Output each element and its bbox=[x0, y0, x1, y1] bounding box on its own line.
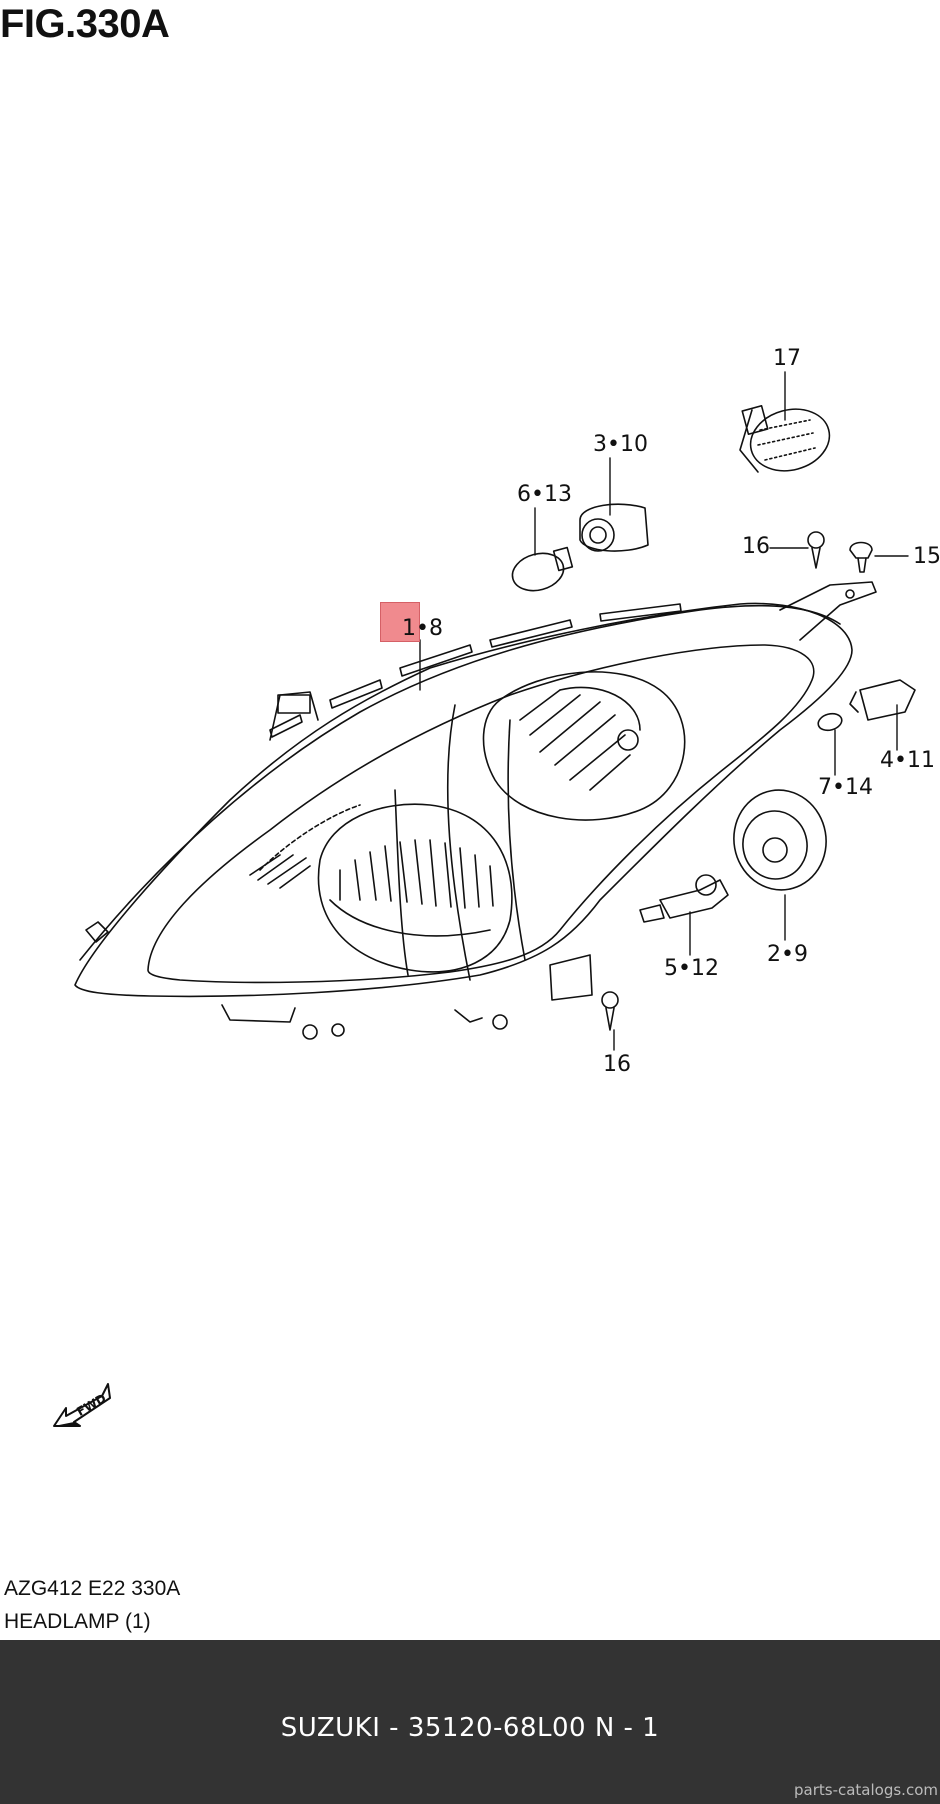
clip bbox=[849, 541, 873, 573]
fwd-label: FWD bbox=[74, 1391, 108, 1419]
leader-lines bbox=[419, 371, 909, 1051]
rear-cap bbox=[733, 789, 827, 891]
selected-part-highlight[interactable] bbox=[380, 602, 420, 642]
callout-5-12[interactable]: 5•12 bbox=[664, 956, 719, 981]
screw-bottom bbox=[601, 991, 619, 1031]
figure-name: HEADLAMP (1) bbox=[4, 1610, 151, 1633]
forward-direction-arrow: FWD bbox=[53, 1383, 111, 1427]
callout-6-13[interactable]: 6•13 bbox=[517, 482, 572, 507]
watermark: parts-catalogs.com bbox=[794, 1781, 938, 1799]
part-number-footer: SUZUKI - 35120-68L00 N - 1 bbox=[280, 1713, 660, 1743]
callout-3-10[interactable]: 3•10 bbox=[593, 432, 648, 457]
headlight-bulb bbox=[639, 874, 729, 923]
figure-code: AZG412 E22 330A bbox=[4, 1577, 181, 1600]
callout-2-9[interactable]: 2•9 bbox=[767, 942, 808, 967]
turn-signal-bulb bbox=[511, 546, 574, 592]
high-beam-bowl bbox=[482, 671, 686, 821]
footer-bar bbox=[0, 1640, 940, 1804]
callout-1-8[interactable]: 1•8 bbox=[402, 616, 443, 641]
callout-15[interactable]: 15 bbox=[913, 544, 940, 569]
bulb-socket bbox=[579, 503, 649, 552]
callout-17[interactable]: 17 bbox=[773, 346, 801, 371]
callout-4-11[interactable]: 4•11 bbox=[880, 748, 935, 773]
callout-16-bottom[interactable]: 16 bbox=[603, 1052, 631, 1077]
reflector-bowl bbox=[249, 803, 513, 973]
headlamp-exploded-diagram bbox=[74, 371, 916, 1051]
callout-7-14[interactable]: 7•14 bbox=[818, 775, 873, 800]
figure-title: FIG.330A bbox=[0, 2, 170, 46]
side-marker-lamp bbox=[739, 405, 831, 473]
callout-16-top[interactable]: 16 bbox=[742, 534, 770, 559]
wedge-bulb bbox=[817, 712, 843, 732]
screw-top bbox=[807, 531, 825, 569]
small-socket bbox=[849, 679, 916, 721]
headlamp-housing bbox=[74, 581, 877, 1040]
